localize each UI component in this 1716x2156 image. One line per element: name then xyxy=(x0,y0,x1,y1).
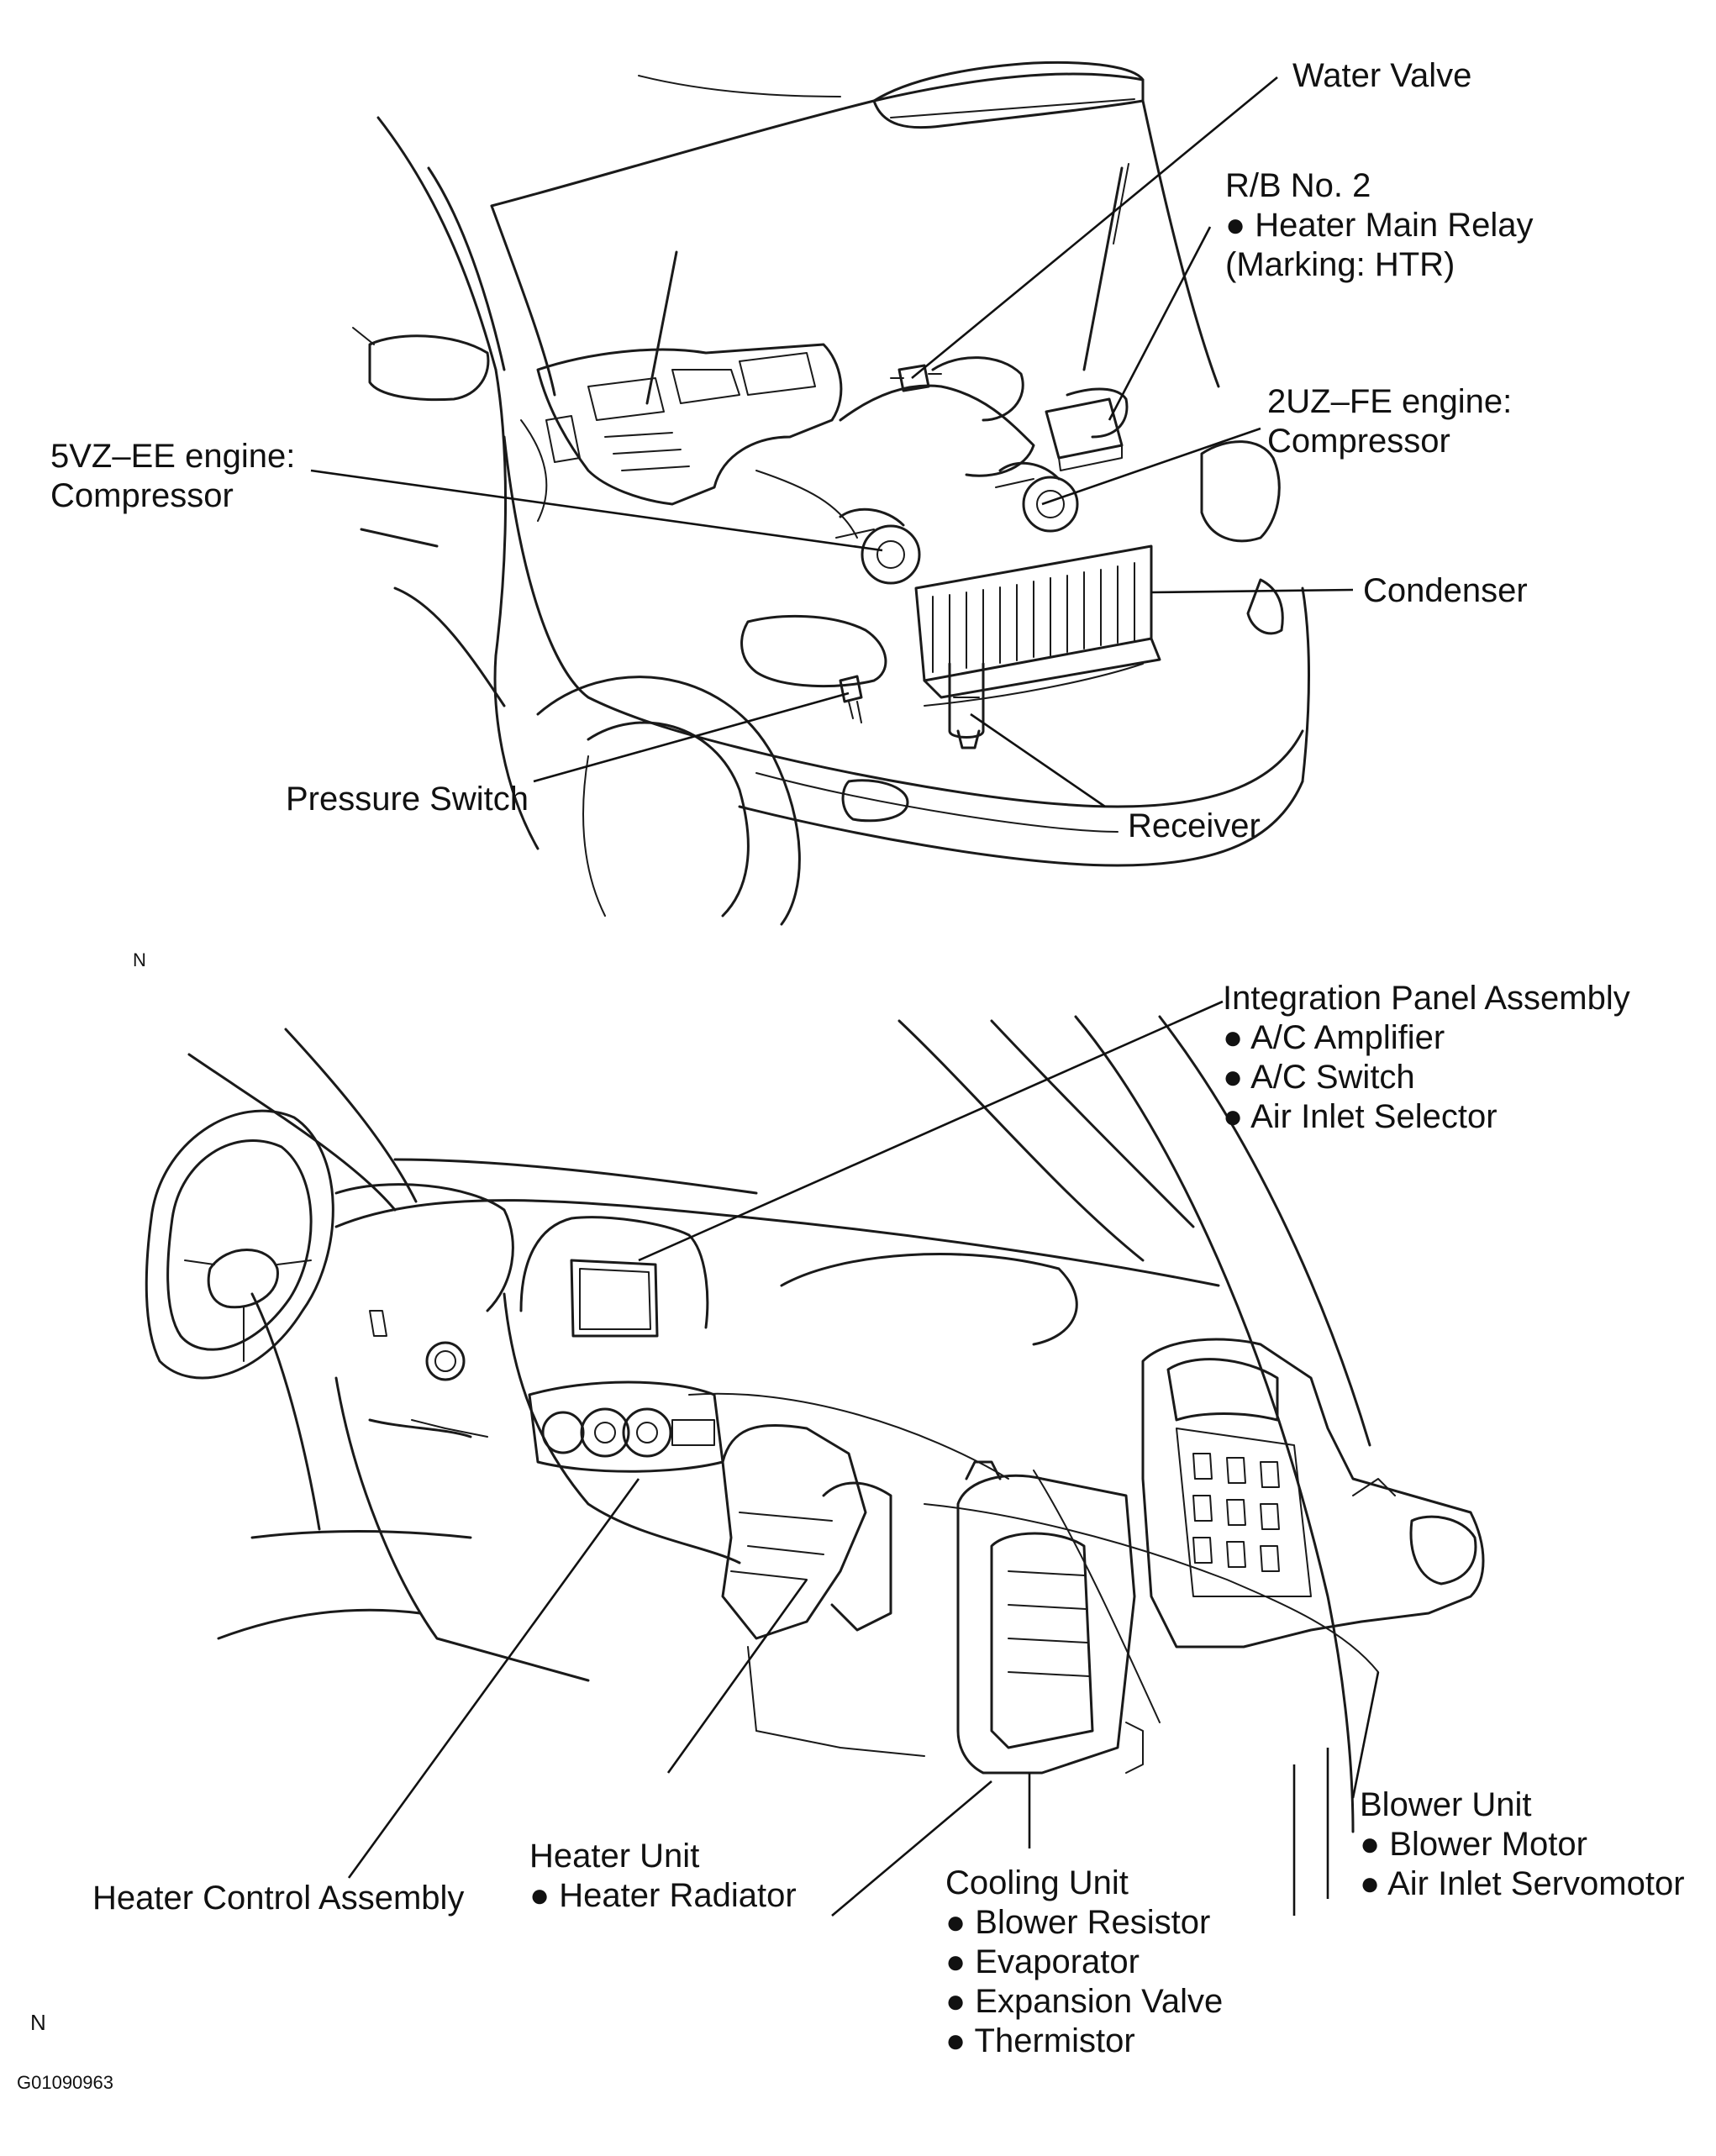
heater-control-label: Heater Control Assembly xyxy=(92,1880,465,1917)
cooling-unit-label: Cooling Unit ● Blower Resistor ● Evapora… xyxy=(945,1864,1224,2059)
dashboard-drawing xyxy=(145,1015,1485,1833)
engine-bay-leader-lines xyxy=(310,76,1354,808)
relay-block-label: R/B No. 2 ● Heater Main Relay (Marking: … xyxy=(1225,167,1534,283)
heater-unit-label: Heater Unit ● Heater Radiator xyxy=(529,1838,797,1914)
figure-code: G01090963 xyxy=(17,2072,113,2093)
north-mark-bottom: N xyxy=(30,2010,46,2035)
dashboard-leader-lines xyxy=(347,1000,1380,1917)
water-valve-label: Water Valve xyxy=(1292,57,1472,94)
receiver-label: Receiver xyxy=(1128,807,1261,844)
compressor-5vz-label: 5VZ–EE engine: Compressor xyxy=(50,438,296,514)
north-mark-top: N xyxy=(133,949,146,970)
condenser-label: Condenser xyxy=(1363,572,1528,609)
engine-bay-drawing xyxy=(352,60,1310,926)
compressor-2uz-label: 2UZ–FE engine: Compressor xyxy=(1267,383,1513,460)
blower-unit-label: Blower Unit ● Blower Motor ● Air Inlet S… xyxy=(1360,1786,1685,1902)
pressure-switch-label: Pressure Switch xyxy=(286,781,529,818)
integration-panel-label: Integration Panel Assembly ● A/C Amplifi… xyxy=(1223,980,1630,1135)
